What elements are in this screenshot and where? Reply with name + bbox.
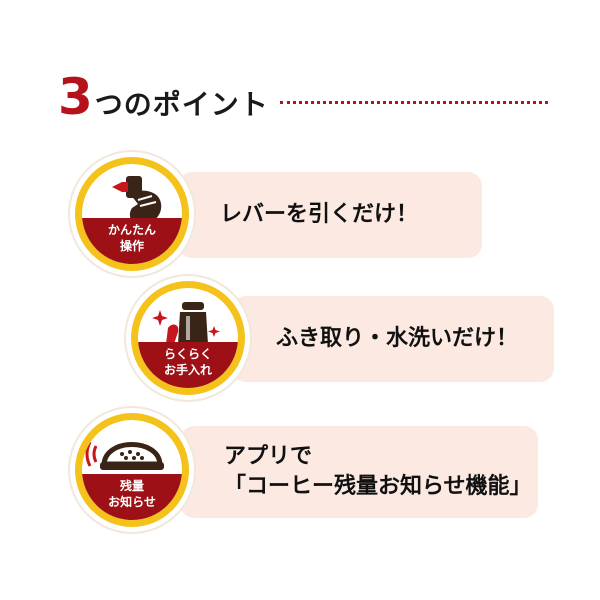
point-badge-3: 残量 お知らせ xyxy=(70,408,194,532)
point-1-badge-label: かんたん 操作 xyxy=(107,223,156,253)
hand-pull-lever-icon xyxy=(112,176,162,224)
heading-number: 3 xyxy=(58,68,93,126)
point-badge-1: かんたん 操作 xyxy=(70,152,194,276)
point-3-badge-label: 残量 お知らせ xyxy=(108,479,156,509)
point-2-text: ふき取り・水洗いだけ！ xyxy=(276,326,519,351)
point-card-2: ふき取り・水洗いだけ！ xyxy=(232,296,554,382)
heading-dotted-rule xyxy=(280,101,548,104)
section-heading: 3 つのポイント xyxy=(58,72,269,130)
point-card-1: レバーを引くだけ！ xyxy=(178,172,482,258)
heading-text: つのポイント xyxy=(94,88,269,121)
point-3-text-line-2: 「コーヒー残量お知らせ機能」 xyxy=(224,474,532,499)
scale-signal-icon xyxy=(85,441,164,470)
point-1-text: レバーを引くだけ！ xyxy=(220,202,419,227)
point-2-badge-label: らくらく お手入れ xyxy=(163,347,212,377)
point-badge-2: らくらく お手入れ xyxy=(126,276,250,400)
point-card-3: アプリで 「コーヒー残量お知らせ機能」 xyxy=(180,426,538,518)
point-3-text-line-1: アプリで xyxy=(224,444,313,469)
cleaning-sparkle-icon xyxy=(152,302,220,344)
